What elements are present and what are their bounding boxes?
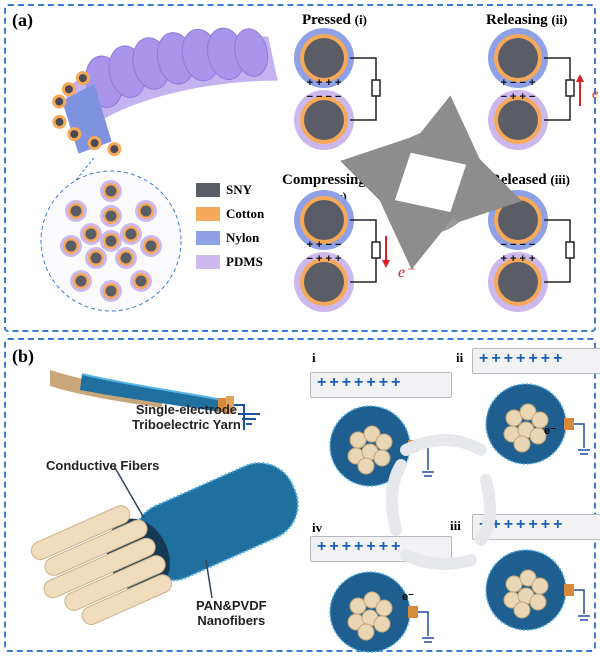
resistor-icon (371, 79, 381, 97)
fiber-cross-section (100, 230, 122, 252)
step-label-i: i (312, 350, 316, 365)
electrode-pair-fiber: − + + − (488, 90, 548, 150)
panel-a: (a) SNY (4, 4, 600, 332)
cycle-arrows-b (386, 434, 496, 570)
pdms-swatch (196, 255, 220, 269)
stage-ii-diagram: + − − + − + + − (488, 28, 584, 150)
stage-releasing-label: Releasing (ii) (486, 12, 568, 28)
fiber-cross-section (100, 280, 122, 302)
electrode-plate-iv: +++++++ (310, 536, 452, 562)
electrode-pair-fiber: + − − + (488, 28, 548, 89)
ground-icon (238, 413, 260, 425)
fiber-cross-section (100, 180, 122, 202)
legend-label: Cotton (226, 206, 265, 221)
electron-label-ii-b: e⁻ (544, 425, 556, 437)
cross-section-iii (485, 549, 590, 631)
electrode-pair-fiber: + + + + (488, 252, 548, 312)
legend-nylon: Nylon (196, 230, 259, 246)
fiber-cross-section (85, 247, 107, 269)
fiber-cross-section (80, 223, 102, 245)
svg-text:+ + − −: + + − − (307, 239, 342, 251)
electron-label-iv-b: e⁻ (402, 591, 414, 603)
electrode-plate-ii: +++++++ (472, 348, 600, 374)
small-yarn-illustration (50, 370, 245, 430)
svg-text:+ + + +: + + + + (501, 253, 536, 265)
electrode-pair-fiber: − − − − (294, 90, 354, 150)
big-yarn-illustration (30, 462, 299, 626)
cross-section-ii (485, 383, 590, 465)
panel-a-tag: (a) (12, 10, 33, 30)
fiber-cross-section (120, 223, 142, 245)
resistor-icon (371, 241, 381, 259)
resistor-icon (565, 79, 575, 97)
svg-text:− + + −: − + + − (501, 91, 536, 103)
cross-section-view (40, 170, 182, 312)
stage-iii-diagram: − − − − + + + + (488, 190, 575, 312)
step-label-iii: iii (450, 518, 461, 533)
legend-label: PDMS (226, 254, 263, 269)
sny-swatch (196, 183, 220, 197)
conductive-fibers-label: Conductive Fibers (46, 458, 160, 473)
fiber-cross-section (70, 270, 92, 292)
cycle-arrows (340, 95, 522, 270)
panel-b-tag: (b) (12, 346, 34, 366)
electrode-plate-i: +++++++ (310, 372, 452, 398)
step-label-iv: iv (312, 520, 323, 535)
electrode-pair-fiber: + + − − (294, 190, 354, 251)
electrode-pair-fiber: + + + + (294, 28, 354, 89)
stage-i-diagram: + + + + − − − − (294, 28, 381, 150)
legend-pdms: PDMS (196, 254, 263, 270)
legend-sny: SNY (196, 182, 252, 198)
yarn-cross-section (485, 549, 590, 631)
fiber-cross-section (60, 235, 82, 257)
svg-text:− − − −: − − − − (307, 91, 342, 103)
yarn-cross-section (329, 571, 434, 653)
fiber-cross-section (140, 235, 162, 257)
electron-label-ii: e⁻ (592, 87, 600, 102)
cotton-swatch (196, 207, 220, 221)
stage-released-label: Released (iii) (490, 172, 570, 188)
electron-label-iv: e⁻ (398, 264, 414, 281)
fiber-cross-section (135, 200, 157, 222)
svg-text:− + + +: − + + + (307, 253, 342, 265)
fiber-cross-section (100, 205, 122, 227)
svg-text:− − − −: − − − − (501, 239, 536, 251)
legend-label: Nylon (226, 230, 260, 245)
stage-pressed-label: Pressed (i) (302, 12, 367, 28)
resistor-icon (565, 241, 575, 259)
fiber-cross-section (130, 270, 152, 292)
nylon-swatch (196, 231, 220, 245)
electrode-pair-fiber: − − − − (488, 190, 548, 251)
yarn-cross-section (485, 383, 590, 465)
electrode-pair-fiber: − + + + (294, 252, 354, 312)
legend-label: SNY (226, 182, 253, 197)
svg-text:+ − − +: + − − + (501, 77, 536, 89)
cross-section-iv (329, 571, 434, 653)
step-label-ii: ii (456, 350, 464, 365)
fiber-cross-section (115, 247, 137, 269)
fiber-cross-section (65, 200, 87, 222)
braided-yarn-illustration (52, 27, 278, 181)
legend-cotton: Cotton (196, 206, 264, 222)
svg-text:+ + + +: + + + + (307, 77, 342, 89)
